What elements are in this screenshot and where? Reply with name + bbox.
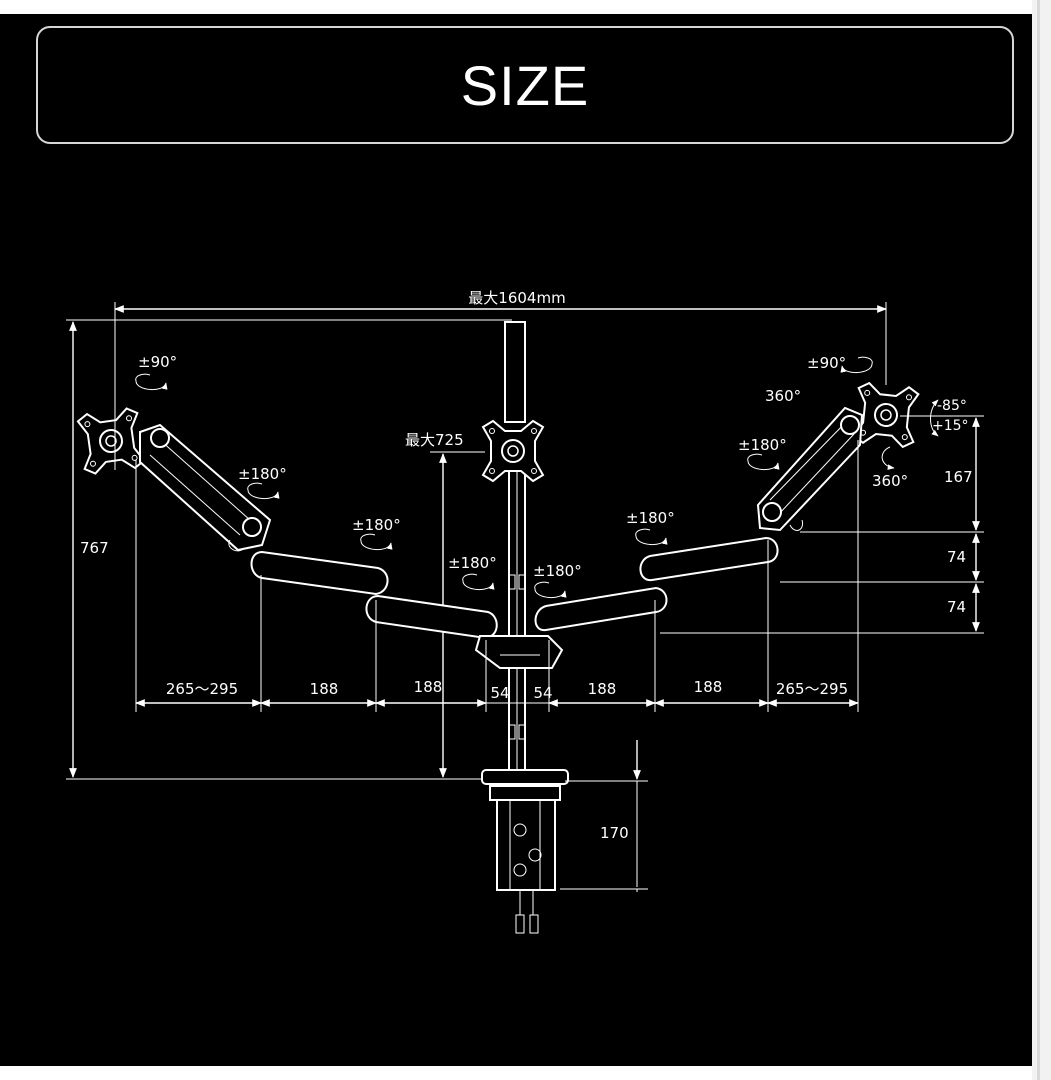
- page-title: SIZE: [460, 53, 590, 117]
- dim-188-d: 188: [694, 678, 723, 696]
- bottom-reach-dimensions: 265～295 188 188 54 54 188 188 265～295: [135, 440, 859, 712]
- desk-clamp: [481, 769, 569, 934]
- right-link-arm-2: [534, 586, 668, 632]
- center-vesa-plate: [482, 420, 544, 482]
- page-edge: [1032, 0, 1051, 1080]
- angle-center-left: ±180°: [448, 554, 497, 590]
- angle-left-plate: ±90°: [136, 353, 177, 390]
- angle-right-mid-label: ±180°: [626, 509, 675, 527]
- dim-188-a: 188: [310, 680, 339, 698]
- angle-left-upper: ±180°: [238, 465, 287, 499]
- dim-left-reach: 265～295: [166, 680, 238, 698]
- angle-left-upper-label: ±180°: [238, 465, 287, 483]
- max-width-dimension: 最大1604mm: [114, 289, 887, 412]
- left-gas-arm: [139, 423, 272, 552]
- angle-right-tilt-up-label: -85°: [937, 398, 967, 414]
- center-base-joint: [474, 635, 564, 669]
- angle-right-tilt-down-label: +15°: [932, 418, 969, 434]
- dim-54-a: 54: [490, 684, 509, 702]
- angle-right-mid: ±180°: [626, 509, 675, 545]
- angle-left-mid-label: ±180°: [352, 516, 401, 534]
- dim-right-reach: 265～295: [776, 680, 848, 698]
- angle-right-360-bottom: 360°: [872, 446, 908, 490]
- clamp-height-dimension: 170: [560, 740, 648, 892]
- left-link-arm-1: [250, 550, 389, 596]
- clamp-height-label: 170: [600, 824, 629, 842]
- right-height-dimensions: 167 74 74: [660, 415, 984, 634]
- max-width-label: 最大1604mm: [468, 289, 565, 307]
- angle-left-plate-label: ±90°: [138, 353, 177, 371]
- angle-right-upper-label: ±180°: [738, 436, 787, 454]
- dim-188-c: 188: [588, 680, 617, 698]
- dim-74-a: 74: [947, 548, 966, 566]
- angle-right-360-bottom-label: 360°: [872, 472, 908, 490]
- left-vesa-plate: [76, 406, 146, 476]
- title-frame: SIZE: [36, 26, 1014, 144]
- angle-right-plate: ±90°: [807, 354, 872, 373]
- dim-188-b: 188: [414, 678, 443, 696]
- dim-167: 167: [944, 468, 973, 486]
- angle-right-360-top-label: 360°: [765, 387, 801, 405]
- total-height-dimension: 767: [66, 319, 512, 780]
- angle-right-tilt: -85° +15°: [930, 398, 969, 437]
- angle-right-upper: ±180°: [738, 436, 787, 470]
- angle-left-mid: ±180°: [352, 516, 401, 550]
- dim-54-b: 54: [533, 684, 552, 702]
- center-max-height-label: 最大725: [405, 431, 464, 449]
- angle-right-360-top: 360°: [765, 387, 801, 405]
- angle-center-right: ±180°: [533, 562, 582, 598]
- angle-center-left-label: ±180°: [448, 554, 497, 572]
- dim-74-b: 74: [947, 598, 966, 616]
- angle-right-plate-label: ±90°: [807, 354, 846, 372]
- left-link-arm-2: [365, 594, 498, 640]
- edge-rule: [1037, 0, 1040, 1080]
- total-height-label: 767: [80, 539, 109, 557]
- angle-center-right-label: ±180°: [533, 562, 582, 580]
- right-gas-arm: [756, 406, 864, 532]
- right-link-arm-1: [639, 536, 779, 582]
